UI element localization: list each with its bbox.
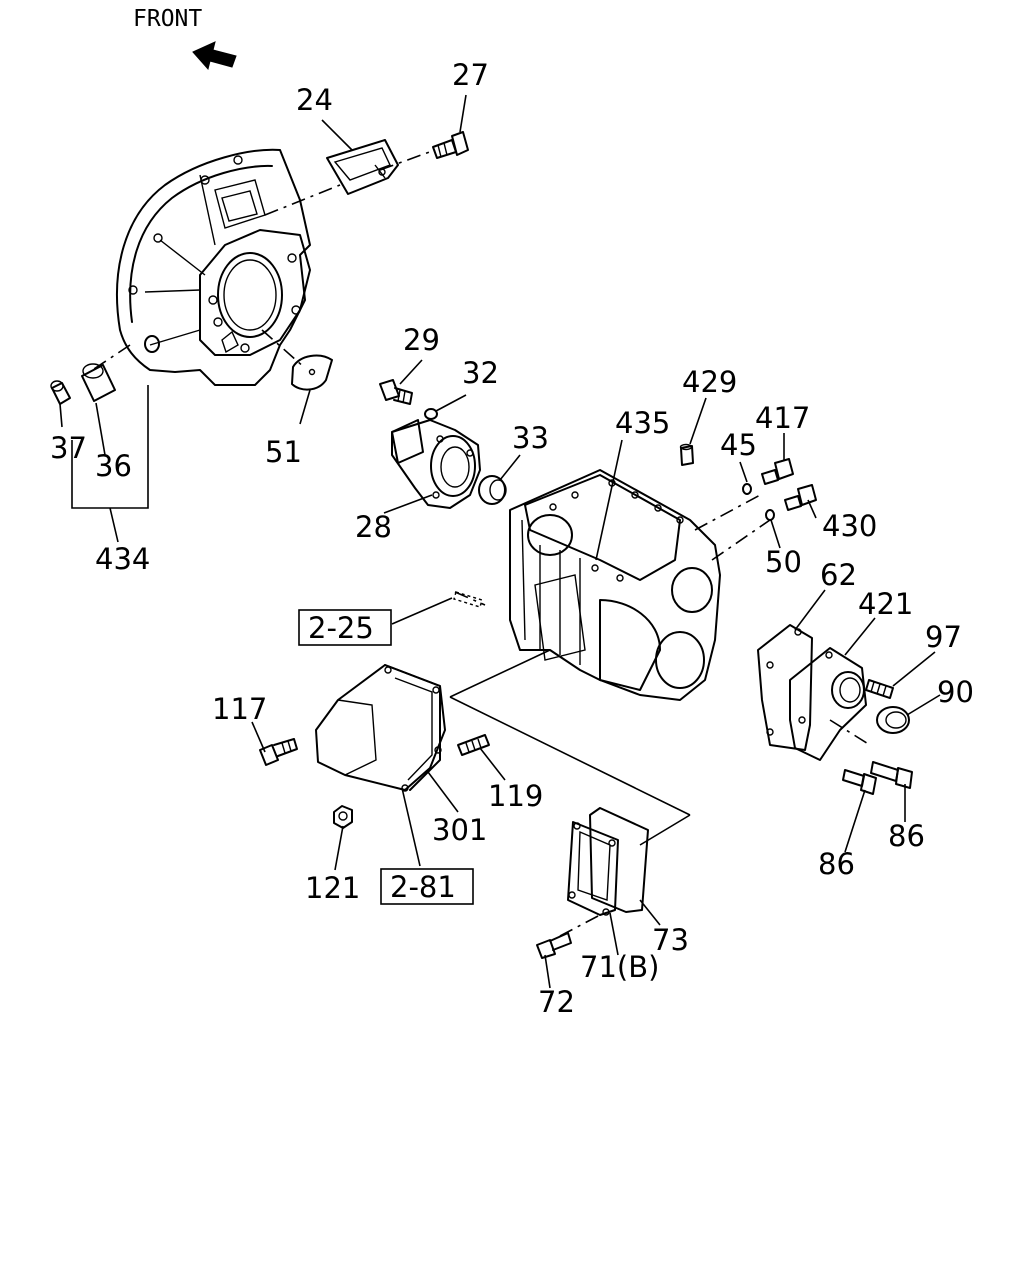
part-71b-cover bbox=[567, 821, 619, 916]
part-28-retainer bbox=[391, 419, 481, 509]
part-121-nut bbox=[333, 805, 353, 829]
label-121: 121 bbox=[305, 871, 360, 905]
front-arrow-icon bbox=[192, 41, 237, 71]
label-435: 435 bbox=[615, 406, 670, 440]
label-119: 119 bbox=[488, 779, 543, 813]
part-97-bolt bbox=[865, 679, 894, 699]
part-429-pin bbox=[679, 443, 694, 466]
part-24-cover bbox=[326, 139, 399, 195]
label-417: 417 bbox=[755, 401, 810, 435]
part-86-bolt-lower bbox=[842, 769, 877, 795]
label-117: 117 bbox=[212, 692, 267, 726]
label-36: 36 bbox=[95, 449, 132, 483]
part-29-bolt bbox=[379, 379, 413, 405]
part-51-cap bbox=[291, 354, 333, 391]
label-86-left: 86 bbox=[818, 847, 855, 881]
part-62-gasket bbox=[757, 624, 813, 751]
label-28: 28 bbox=[355, 510, 392, 544]
part-301-side-cover bbox=[315, 664, 446, 792]
label-24: 24 bbox=[296, 83, 333, 117]
label-50: 50 bbox=[765, 545, 802, 579]
part-50-oring bbox=[765, 509, 775, 521]
part-72-bolt bbox=[536, 932, 572, 959]
label-33: 33 bbox=[512, 421, 549, 455]
part-86-bolt-upper bbox=[870, 761, 913, 789]
label-72: 72 bbox=[538, 985, 575, 1019]
ref-box-2-25-frame bbox=[298, 609, 392, 646]
part-430-bolt bbox=[784, 484, 817, 511]
part-36-sleeve bbox=[81, 363, 116, 402]
ref-box-2-81-frame bbox=[380, 868, 474, 905]
label-90: 90 bbox=[937, 675, 974, 709]
label-51: 51 bbox=[265, 435, 302, 469]
label-97: 97 bbox=[925, 620, 962, 654]
part-37-plug bbox=[50, 380, 71, 405]
label-71b: 71(B) bbox=[580, 950, 659, 984]
label-37: 37 bbox=[50, 431, 87, 465]
part-90-seal bbox=[876, 706, 910, 734]
label-301: 301 bbox=[432, 813, 487, 847]
part-421-cover bbox=[789, 647, 867, 761]
part-27-bolt bbox=[432, 131, 469, 159]
clutch-housing bbox=[116, 148, 311, 386]
ref-2-25-pin-icon bbox=[453, 591, 483, 608]
label-429: 429 bbox=[682, 365, 737, 399]
part-417-bolt bbox=[761, 458, 794, 485]
part-119-stud bbox=[457, 734, 490, 756]
part-32-oring bbox=[424, 408, 438, 420]
label-434: 434 bbox=[95, 542, 150, 576]
label-27: 27 bbox=[452, 58, 489, 92]
part-117-bolt bbox=[259, 738, 298, 766]
part-33-seal bbox=[478, 475, 507, 505]
part-435-transmission-case bbox=[509, 469, 721, 701]
ref-box-2-25: 2-25 bbox=[308, 611, 374, 645]
front-label: FRONT bbox=[133, 6, 202, 32]
label-86-right: 86 bbox=[888, 819, 925, 853]
label-73: 73 bbox=[652, 923, 689, 957]
part-73-gasket bbox=[589, 807, 649, 913]
label-45: 45 bbox=[720, 428, 757, 462]
label-62: 62 bbox=[820, 558, 857, 592]
label-430: 430 bbox=[822, 509, 877, 543]
part-45-oring bbox=[742, 483, 752, 495]
leader-lines bbox=[251, 94, 941, 989]
label-29: 29 bbox=[403, 323, 440, 357]
ref-box-2-81: 2-81 bbox=[390, 870, 456, 904]
label-32: 32 bbox=[462, 356, 499, 390]
label-421: 421 bbox=[858, 587, 913, 621]
